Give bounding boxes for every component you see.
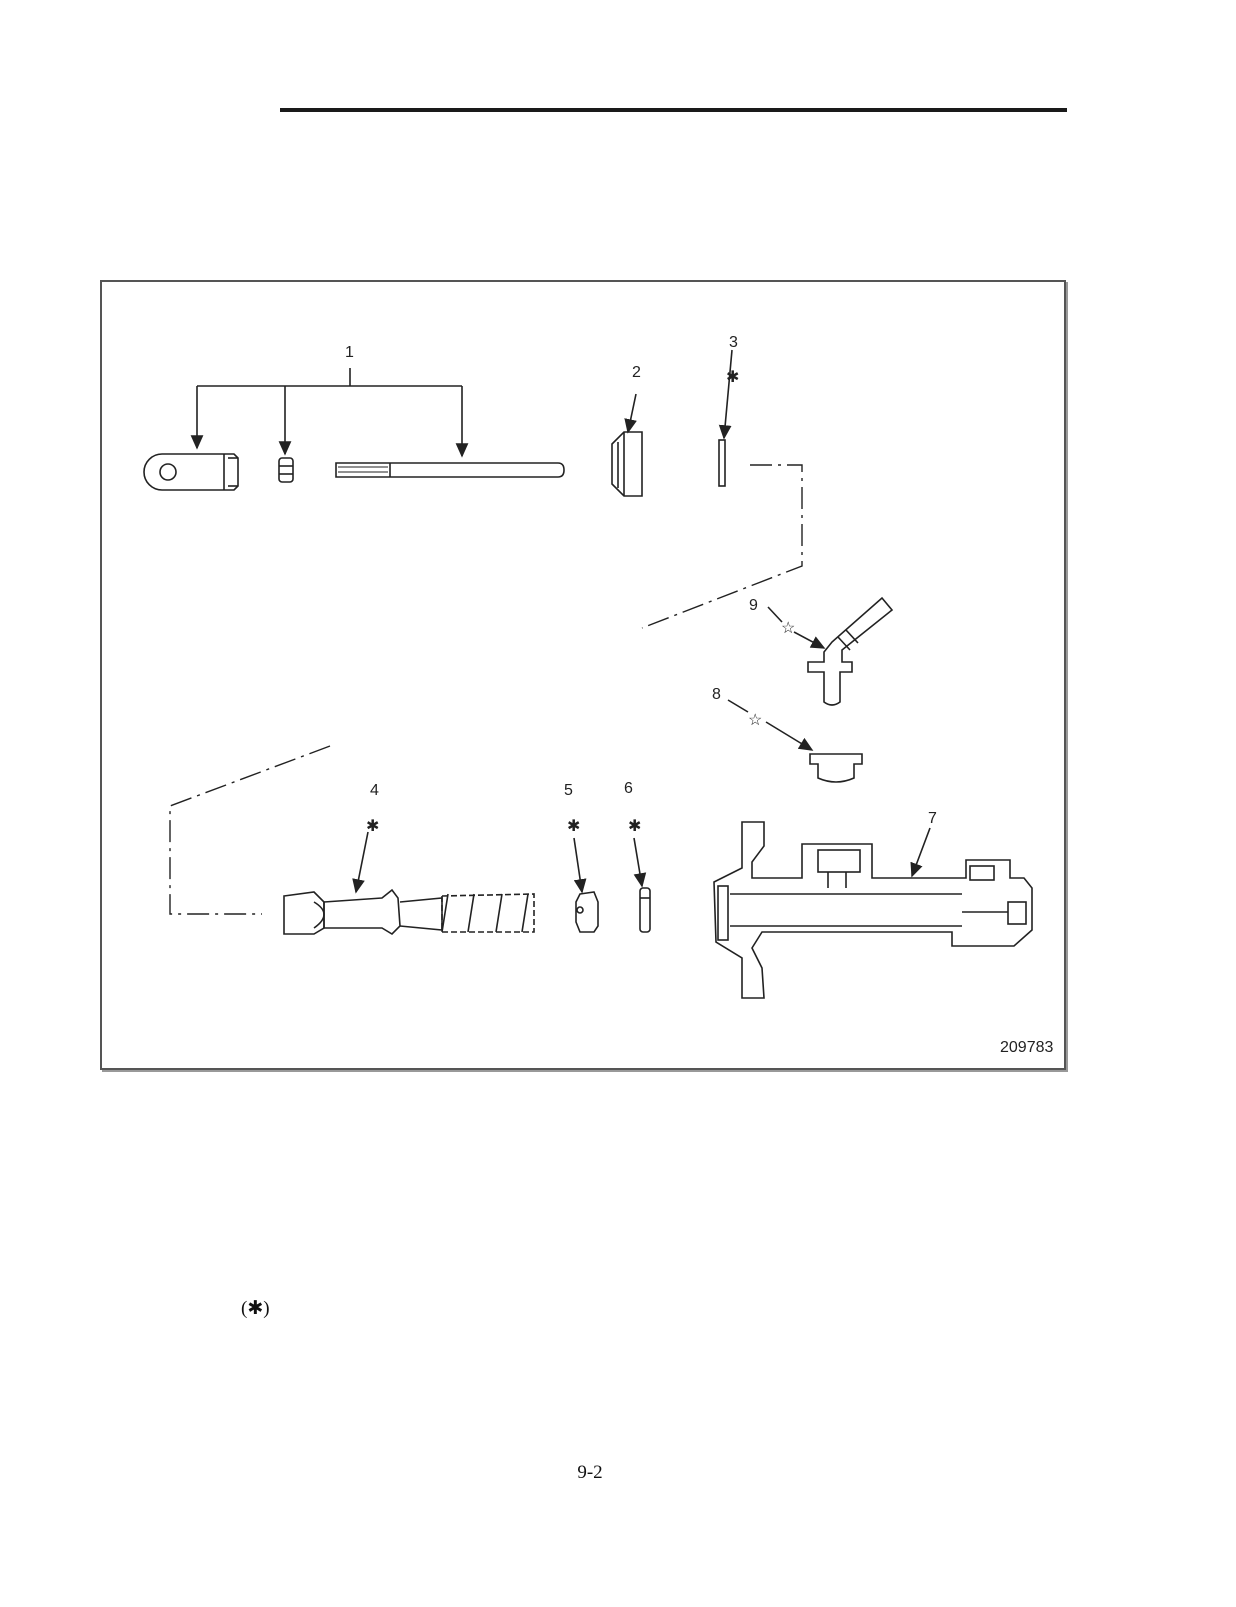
centerline: [169, 464, 803, 915]
asterisk-mark-5: ✱: [567, 818, 581, 835]
part-8-grommet: [727, 699, 863, 783]
part-6-seal: [633, 837, 651, 933]
callout-4: 4: [370, 782, 379, 799]
figure-number: 209783: [1000, 1039, 1054, 1056]
part-1-pushrod: [335, 462, 565, 478]
callout-1: 1: [345, 344, 354, 361]
part-3-snap-ring: [718, 349, 733, 487]
part-1-nut: [278, 457, 294, 483]
part-9-hose-fitting: [767, 596, 894, 706]
asterisk-legend: (✱): [241, 1298, 270, 1319]
callout-2: 2: [632, 364, 641, 381]
asterisk-mark-3: ✱: [726, 369, 740, 386]
exploded-parts-drawing: [143, 349, 1033, 999]
callout-5: 5: [564, 782, 573, 799]
exploded-view-figure: 1 2 3 ✱ 9 ☆ 8 ☆ 4 ✱ 5 ✱ 6 ✱ 7 209783: [100, 280, 1066, 1070]
asterisk-mark-6: ✱: [628, 818, 642, 835]
page-number: 9-2: [577, 1462, 603, 1483]
part-4-piston-assembly: [283, 831, 535, 936]
callout-9: 9: [749, 597, 758, 614]
star-mark-9: ☆: [781, 620, 796, 637]
callout-3: 3: [729, 334, 738, 351]
callout-8: 8: [712, 686, 721, 703]
part-7-cylinder-body: [713, 821, 1033, 999]
star-mark-8: ☆: [748, 712, 763, 729]
part-2-boot: [611, 393, 643, 497]
leader-item-1: [190, 368, 469, 458]
asterisk-mark-4: ✱: [366, 818, 380, 835]
part-1-clevis: [143, 453, 239, 491]
callout-7: 7: [928, 810, 937, 827]
part-5-seal: [573, 837, 599, 933]
header-rule: [280, 108, 1067, 112]
callout-6: 6: [624, 780, 633, 797]
